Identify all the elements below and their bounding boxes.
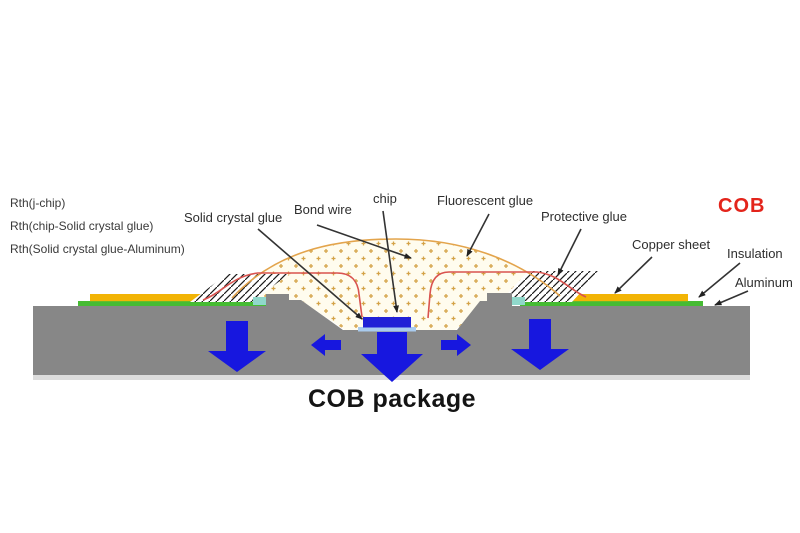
rth-label-junction-chip: Rth(j-chip) <box>10 196 66 210</box>
led-chip <box>363 317 411 328</box>
leader-fluorescent-glue <box>466 213 490 257</box>
leader-chip <box>382 210 399 313</box>
heat-arrow-left <box>311 334 341 356</box>
label-protective-glue: Protective glue <box>541 209 627 224</box>
bond-wire-right <box>427 271 587 319</box>
insulation-layer-left <box>78 301 266 307</box>
page-title: COB package <box>307 385 477 413</box>
solder-pad-left <box>253 297 266 305</box>
label-fluorescent-glue: Fluorescent glue <box>437 193 534 208</box>
leader-protective-glue <box>557 228 582 276</box>
cob-badge: COB <box>718 195 766 217</box>
dome-outline <box>231 238 561 299</box>
leader-aluminum <box>714 290 749 306</box>
leader-copper-sheet <box>614 256 653 294</box>
label-bond-wire: Bond wire <box>294 202 352 217</box>
protective-glue-left <box>190 274 289 302</box>
heat-arrow-down-center <box>361 332 423 382</box>
solid-crystal-glue-layer <box>358 327 416 332</box>
label-chip: chip <box>373 191 397 206</box>
rth-label-glue-aluminum: Rth(Solid crystal glue-Aluminum) <box>10 242 185 256</box>
bond-wire-left <box>202 272 363 318</box>
heat-arrow-right <box>441 334 471 356</box>
rth-label-chip-glue: Rth(chip-Solid crystal glue) <box>10 219 154 233</box>
heat-arrow-down-left <box>208 321 266 372</box>
insulation-layer-right <box>520 301 703 307</box>
leader-solid-crystal-glue <box>257 228 363 320</box>
label-solid-crystal-glue: Solid crystal glue <box>184 210 283 225</box>
leader-bond-wire <box>316 224 412 259</box>
heat-arrow-down-right <box>511 319 569 370</box>
solder-pad-right <box>512 297 525 305</box>
label-copper-sheet: Copper sheet <box>632 237 711 252</box>
label-insulation: Insulation <box>727 246 783 261</box>
leader-lines <box>257 210 749 320</box>
copper-sheet-left <box>90 294 257 302</box>
leader-insulation <box>698 262 741 298</box>
protective-glue-right <box>500 271 600 302</box>
copper-sheet-right <box>527 294 688 302</box>
label-aluminum: Aluminum <box>735 275 793 290</box>
